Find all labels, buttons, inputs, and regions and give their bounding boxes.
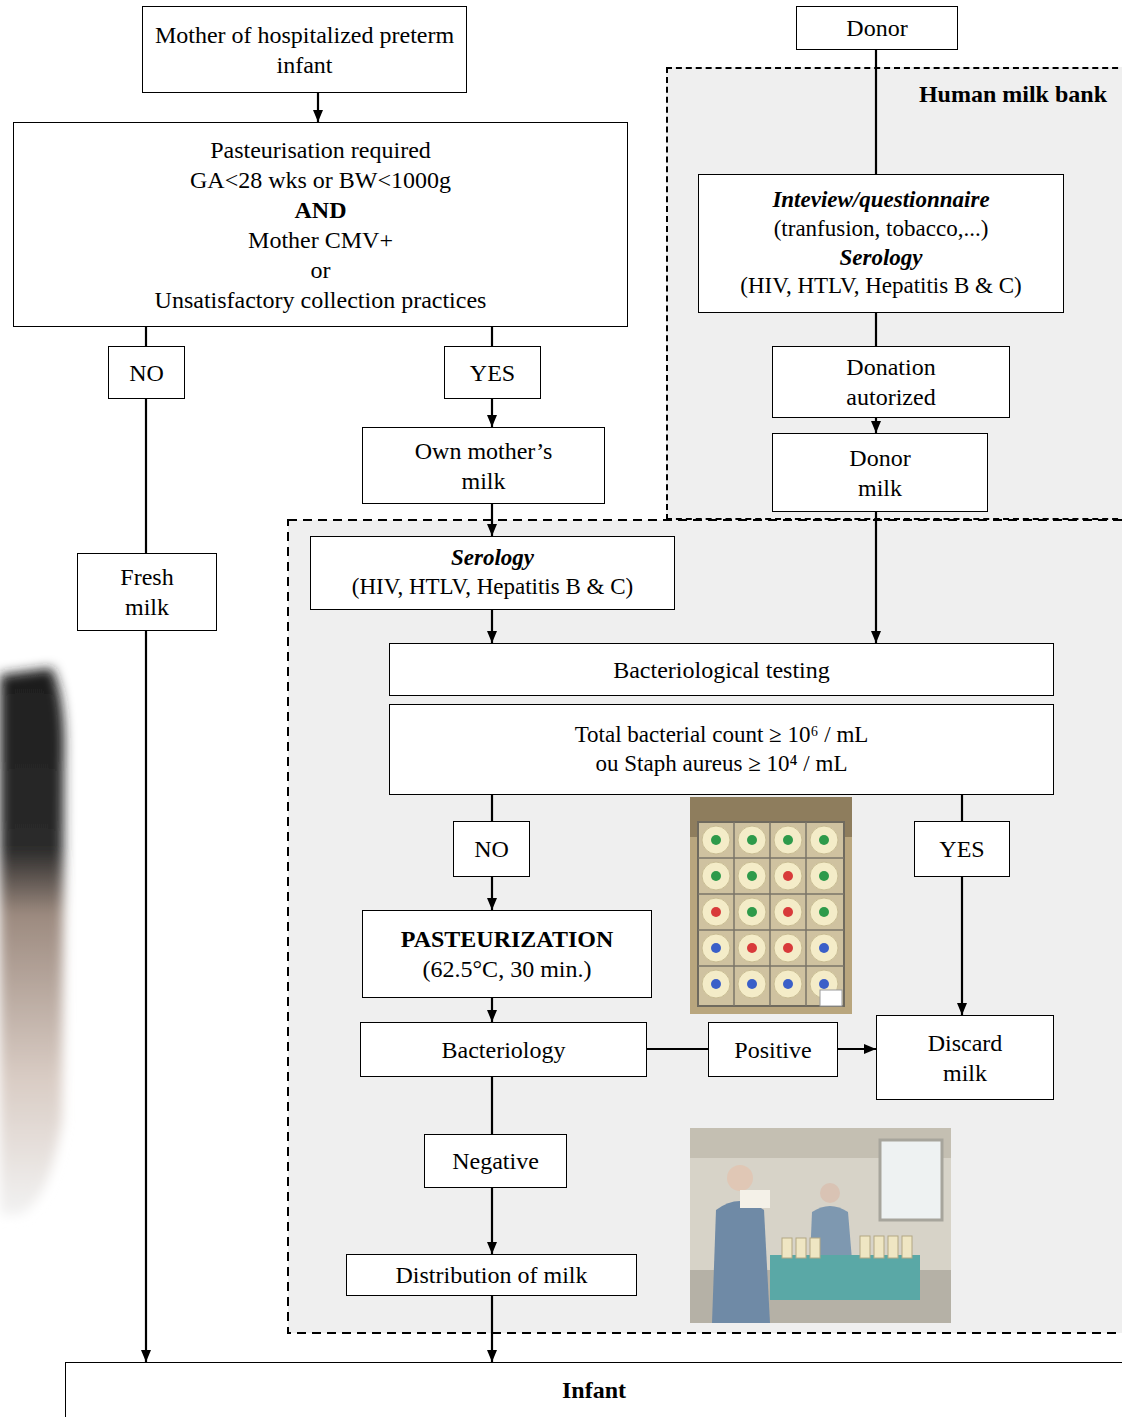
process-box: Inteview/questionnaire(tranfusion, tobac… (698, 174, 1064, 313)
connector-arrow (875, 313, 877, 346)
process-box: NO (453, 821, 530, 877)
process-box: Donor (796, 6, 958, 50)
box-label: Discard milk (905, 1028, 1025, 1088)
box-label: Bacteriology (442, 1035, 566, 1065)
box-label: Distribution of milk (396, 1260, 588, 1290)
process-box: Mother of hospitalized preterm infant (142, 6, 467, 93)
box-label: Serology (839, 244, 922, 273)
box-label: Unsatisfactory collection practices (155, 285, 487, 315)
box-label: (HIV, HTLV, Hepatitis B & C) (352, 573, 633, 602)
connector-arrow (961, 795, 963, 821)
connector-arrow (875, 418, 877, 433)
box-label: Negative (452, 1146, 539, 1176)
process-box: Bacteriology (360, 1022, 647, 1077)
connector-arrow (491, 504, 493, 536)
connector-arrow (491, 1188, 493, 1254)
connector-arrow (491, 877, 493, 910)
box-label: YES (470, 358, 515, 388)
process-box: Discard milk (876, 1015, 1054, 1100)
box-label: Total bacterial count ≥ 10⁶ / mL (575, 721, 869, 750)
box-label: Own mother’s milk (409, 436, 559, 496)
process-box: Distribution of milk (346, 1254, 637, 1296)
process-box: Donation autorized (772, 346, 1010, 418)
box-label: (HIV, HTLV, Hepatitis B & C) (740, 272, 1021, 301)
connector-arrow (838, 1048, 876, 1050)
process-box: NO (108, 346, 185, 399)
process-box: Fresh milk (77, 553, 217, 631)
box-label: Donor milk (830, 443, 930, 503)
box-label: ou Staph aureus ≥ 10⁴ / mL (596, 750, 848, 779)
box-label: Positive (734, 1035, 811, 1065)
box-label: PASTEURIZATION (401, 924, 613, 954)
box-label: Inteview/questionnaire (772, 186, 989, 215)
connector-arrow (491, 998, 493, 1022)
box-label: NO (129, 358, 164, 388)
region-band: Human milk bankInteview/questionnaire(tr… (666, 67, 1122, 520)
box-label: Serology (451, 544, 534, 573)
processing-region (288, 520, 1122, 1333)
connector-arrow (491, 795, 493, 821)
process-box: PASTEURIZATION(62.5°C, 30 min.) (362, 910, 652, 998)
process-box: Positive (708, 1022, 838, 1077)
connector-arrow (875, 512, 877, 643)
process-box: Negative (424, 1134, 567, 1188)
box-label: Infant (562, 1375, 626, 1405)
box-label: Donation autorized (811, 352, 971, 412)
box-label: (62.5°C, 30 min.) (423, 954, 592, 984)
connector-arrow (491, 399, 493, 427)
process-box: Own mother’s milk (362, 427, 605, 504)
connector-arrow (491, 1296, 493, 1362)
blurred-photo (0, 668, 64, 1215)
box-label: NO (474, 834, 509, 864)
connector-arrow (491, 1077, 493, 1134)
connector-arrow (145, 327, 147, 346)
milk-room-photo (690, 1128, 951, 1323)
bottle-rack-photo (690, 797, 852, 1014)
box-label: YES (939, 834, 984, 864)
box-label: Pasteurisation required (210, 135, 431, 165)
connector-arrow (961, 877, 963, 1015)
box-label: Mother CMV+ (248, 225, 393, 255)
connector-arrow (647, 1048, 708, 1050)
process-box: YES (914, 821, 1010, 877)
connector-arrow (145, 399, 147, 553)
process-box: YES (444, 346, 541, 399)
box-label: Mother of hospitalized preterm infant (155, 20, 455, 80)
box-label: Human milk bank (919, 79, 1107, 109)
box-label: AND (295, 195, 347, 225)
box-label: Donor (846, 13, 907, 43)
process-box: Infant (65, 1362, 1122, 1417)
process-box: Bacteriological testing (389, 643, 1054, 696)
box-label: Bacteriological testing (613, 655, 830, 685)
connector-arrow (317, 93, 319, 122)
process-box: Donor milk (772, 433, 988, 512)
box-label: (tranfusion, tobacco,...) (774, 215, 989, 244)
milk-bank-ground (666, 67, 1122, 520)
connector-arrow (145, 631, 147, 1362)
process-box: Pasteurisation requiredGA<28 wks or BW<1… (13, 122, 628, 327)
box-label: or (311, 255, 331, 285)
box-label: Fresh milk (102, 562, 192, 622)
connector-arrow (491, 610, 493, 643)
connector-arrow (491, 327, 493, 346)
process-box: Serology(HIV, HTLV, Hepatitis B & C) (310, 536, 675, 610)
box-label: GA<28 wks or BW<1000g (190, 165, 451, 195)
process-box: Total bacterial count ≥ 10⁶ / mLou Staph… (389, 704, 1054, 795)
